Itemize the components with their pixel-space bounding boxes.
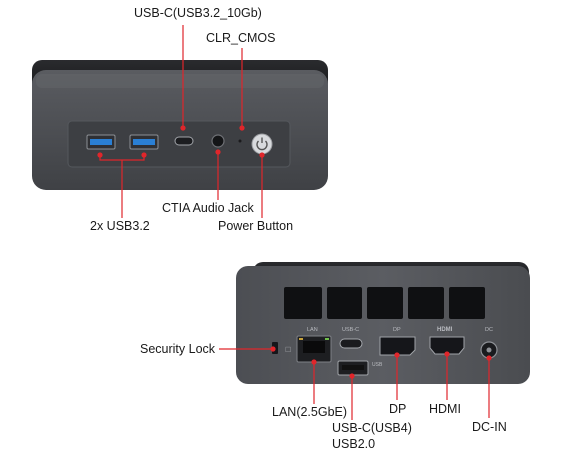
usb-a-port-2 [129,134,159,150]
audio-jack [211,134,225,148]
panel-mark-usbc: USB-C [342,327,359,333]
panel-mark-lan: LAN [307,327,318,333]
label-clr-cmos: CLR_CMOS [206,31,276,45]
front-callouts [97,25,265,218]
lock-glyph: ☐ [285,346,291,354]
panel-mark-dp: DP [393,327,401,333]
vent-grille [284,287,485,319]
label-security-lock: Security Lock [140,342,216,356]
back-callouts [219,346,492,420]
usb-c-port-back [339,338,363,349]
back-chassis [236,266,530,384]
usb-c-port-front [174,136,194,146]
label-dp: DP [389,402,407,416]
panel-mark-dc: DC [485,327,493,333]
label-dc-in: DC-IN [472,420,507,434]
clr-cmos-hole [238,139,242,143]
label-lan: LAN(2.5GbE) [272,405,348,419]
hdmi-port [429,336,465,355]
front-device [32,60,328,190]
label-hdmi: HDMI [429,402,461,416]
panel-mark-hdmi: HDMI [437,327,453,333]
power-button [251,133,273,155]
lan-port [296,335,332,363]
label-usb-a: 2x USB3.2 [90,219,150,233]
dp-port [379,336,416,356]
label-usb-c-front: USB-C(USB3.2_10Gb) [134,6,262,20]
usb-a-port-1 [86,134,116,150]
label-audio-jack: CTIA Audio Jack [162,201,254,215]
label-usb-c-back: USB-C(USB4) [332,421,412,435]
label-usb2: USB2.0 [332,437,376,451]
usb2-port [337,360,369,376]
panel-mark-usb: USB [372,362,383,368]
back-device: ☐ LAN USB-C DP HDMI DC USB [236,262,530,384]
label-power-button: Power Button [218,219,294,233]
